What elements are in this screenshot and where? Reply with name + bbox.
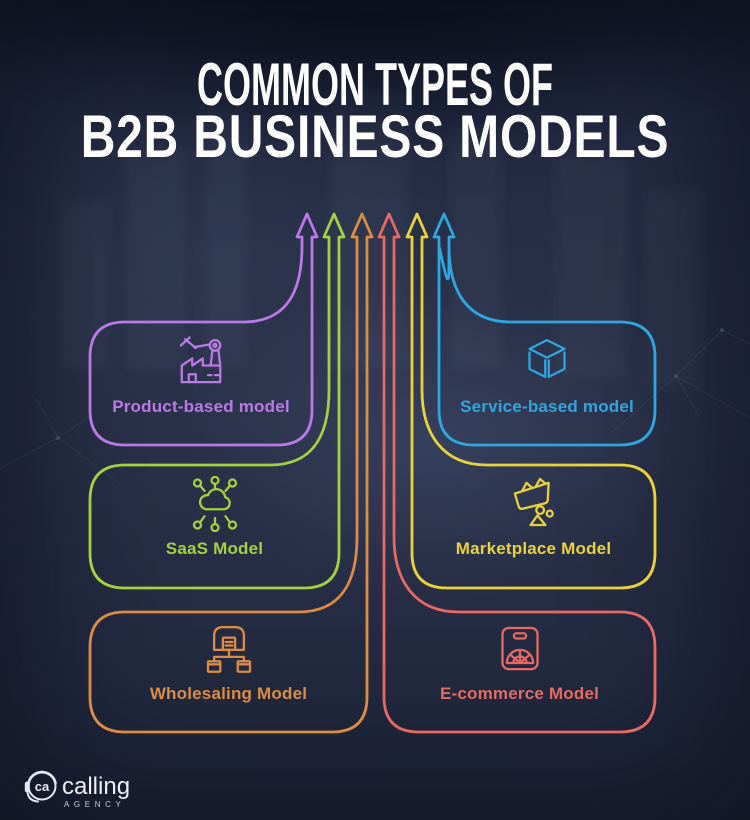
model-label: E-commerce Model xyxy=(439,684,600,703)
model-label: Wholesaling Model xyxy=(149,684,308,703)
shopping-bag-icon xyxy=(492,621,548,677)
arrow-wholesaling xyxy=(88,212,374,734)
page-title: B2B BUSINESS MODELS xyxy=(80,103,670,170)
calling-agency-logo: ca calling AGENCY xyxy=(24,770,130,809)
arrow-saas xyxy=(88,212,346,590)
model-label: Service-based model xyxy=(460,397,634,416)
model-label: Marketplace Model xyxy=(455,539,612,558)
basket-icon xyxy=(506,476,562,532)
headset-logo-icon xyxy=(24,770,57,803)
logo-name: calling xyxy=(62,773,130,800)
model-card-service-based: Service-based model xyxy=(439,334,655,417)
arrow-marketplace xyxy=(405,212,657,590)
model-label: Product-based model xyxy=(112,397,290,416)
model-card-marketplace: Marketplace Model xyxy=(412,476,655,559)
arrow-ecommerce xyxy=(377,212,657,734)
arrow-service-based xyxy=(432,212,657,447)
model-card-wholesaling: Wholesaling Model xyxy=(90,621,367,704)
model-card-product-based: Product-based model xyxy=(90,334,312,417)
cube-icon xyxy=(519,334,575,390)
logo-initials: ca xyxy=(35,779,50,794)
title-line-1: COMMON TYPES OF xyxy=(196,51,554,118)
plexus-decoration xyxy=(0,328,750,483)
logo-subtitle: AGENCY xyxy=(64,800,125,809)
cloud-network-icon xyxy=(187,476,243,532)
arrow-product-based xyxy=(88,212,319,447)
model-card-saas: SaaS Model xyxy=(90,476,339,559)
model-label: SaaS Model xyxy=(165,539,264,558)
model-card-ecommerce: E-commerce Model xyxy=(384,621,655,704)
warehouse-icon xyxy=(201,621,257,677)
factory-icon xyxy=(173,334,229,390)
